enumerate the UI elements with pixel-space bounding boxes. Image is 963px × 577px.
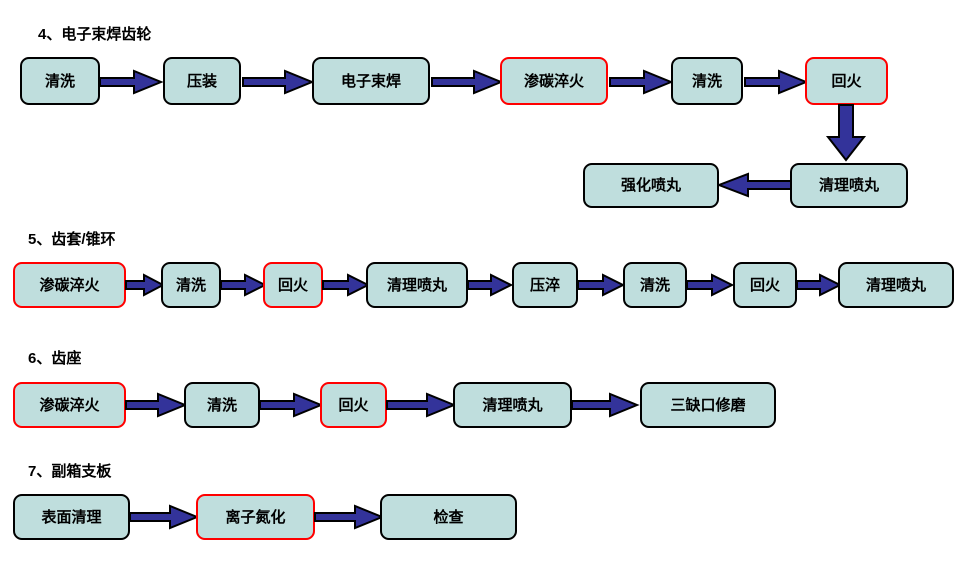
node-qingxi-5-2[interactable]: 清洗 [161,262,221,308]
arrow-4-down [825,104,867,162]
arrow-7-2 [314,504,385,530]
node-qingxi-4-5[interactable]: 清洗 [671,57,743,105]
node-qinglipenwan-4-7[interactable]: 清理喷丸 [790,163,908,208]
section-heading-4: 4、电子束焊齿轮 [38,26,152,43]
arrow-5-3 [322,273,371,297]
arrow-5-2 [220,273,268,297]
node-qinglipenwan-5-4[interactable]: 清理喷丸 [366,262,468,308]
arrow-7-1 [129,504,200,530]
node-shentancuihuo-6-1[interactable]: 渗碳淬火 [13,382,126,428]
node-biaomianqingli-7-1[interactable]: 表面清理 [13,494,130,540]
node-qinglipenwan-6-4[interactable]: 清理喷丸 [453,382,572,428]
arrow-5-6 [686,273,735,297]
section-heading-5: 5、齿套/锥环 [28,231,116,248]
node-sanquekouxiumo-6-5[interactable]: 三缺口修磨 [640,382,776,428]
arrow-4-3 [431,69,504,95]
section-heading-7: 7、副箱支板 [28,463,112,480]
arrow-5-7 [796,273,843,297]
arrow-5-1 [125,273,166,297]
section-heading-6: 6、齿座 [28,350,82,367]
node-jiancha-7-3[interactable]: 检查 [380,494,517,540]
node-lizidanhua-7-2[interactable]: 离子氮化 [196,494,315,540]
arrow-4-4 [609,69,674,95]
node-qingxi-6-2[interactable]: 清洗 [184,382,260,428]
node-yacui-5-5[interactable]: 压淬 [512,262,578,308]
node-dianzishuhan-4-3[interactable]: 电子束焊 [312,57,430,105]
node-huihuo-6-3[interactable]: 回火 [320,382,387,428]
arrow-5-4 [467,273,514,297]
node-huihuo-5-3[interactable]: 回火 [263,262,323,308]
node-shentancuihuo-4-4[interactable]: 渗碳淬火 [500,57,608,105]
arrow-4-5 [744,69,809,95]
node-shentancuihuo-5-1[interactable]: 渗碳淬火 [13,262,126,308]
arrow-6-4 [571,392,640,418]
arrow-5-5 [577,273,626,297]
node-qianghuapenwan-4-8[interactable]: 强化喷丸 [583,163,719,208]
arrow-4-2 [242,69,315,95]
node-qingxi-4-1b[interactable]: 清洗 [20,57,100,105]
node-huihuo-4-6[interactable]: 回火 [805,57,888,105]
node-qinglipenwan-5-8[interactable]: 清理喷丸 [838,262,954,308]
arrow-4-left [716,172,792,198]
node-huihuo-5-7[interactable]: 回火 [733,262,797,308]
arrow-6-3 [386,392,457,418]
arrow-6-1 [125,392,188,418]
arrow-4-1 [99,69,164,95]
arrow-6-2 [259,392,324,418]
node-qingxi-5-6[interactable]: 清洗 [623,262,687,308]
node-yazhuang-4-2[interactable]: 压装 [163,57,241,105]
